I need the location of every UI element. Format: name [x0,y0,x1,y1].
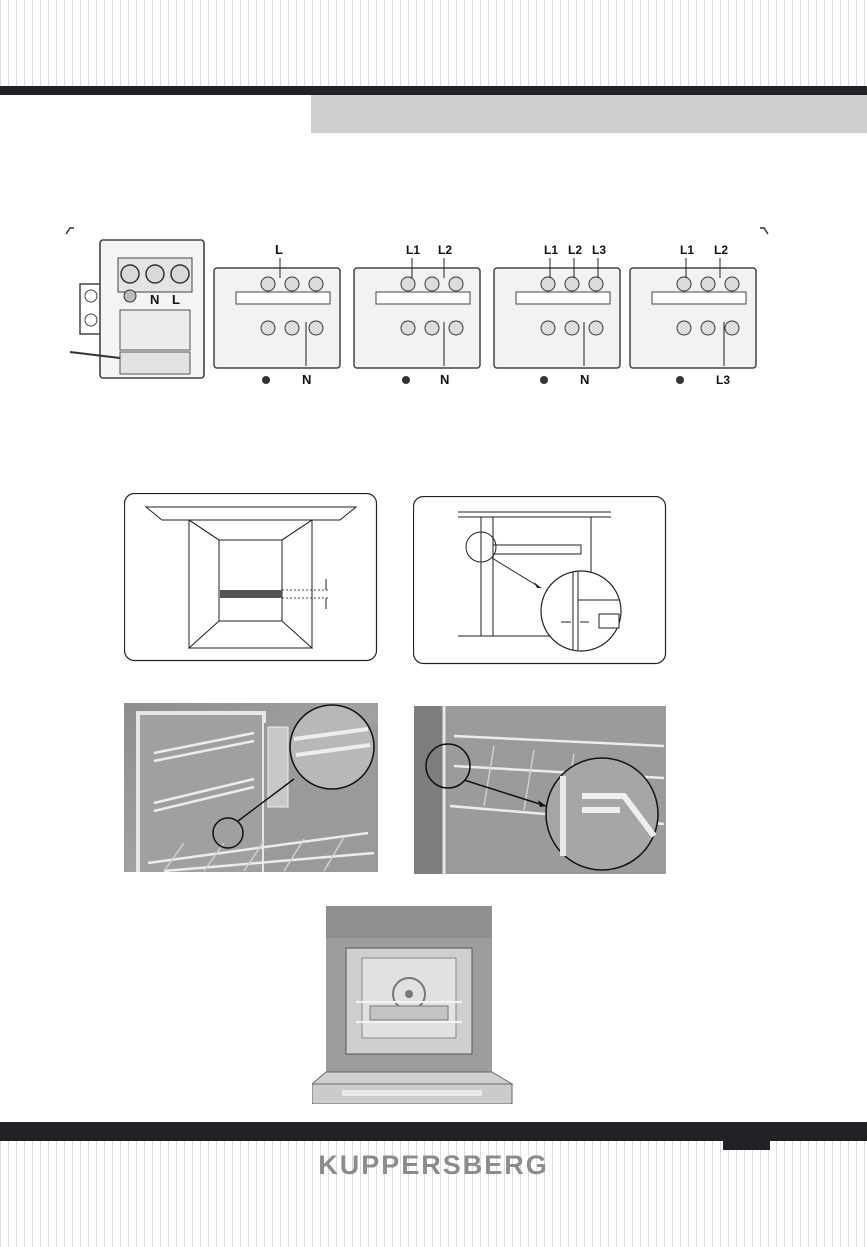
wiring-block-two-phase: L1 L2 N [354,243,480,387]
label-l2: L2 [714,243,728,257]
label-l1: L1 [406,243,420,257]
wiring-block-three-phase: L1 L2 L3 [630,243,756,387]
section-header-box [311,95,867,133]
label-l2: L2 [568,243,582,257]
wiring-block-single-phase: L N [214,242,340,387]
label-l: L [275,242,283,257]
label-l3: L3 [716,373,730,387]
terminal-box-diagram: N L [70,240,204,378]
label-n: N [580,372,589,387]
label-l3: L3 [592,243,606,257]
gap-diagram [413,496,667,665]
terminal-label-l: L [172,292,180,307]
label-l2: L2 [438,243,452,257]
bottom-bar [0,1122,867,1141]
rack-detail-photo-left [124,703,378,872]
wiring-block-three-phase-neutral: L1 L2 L3 N [494,243,620,387]
rack-detail-photo-right [414,706,666,874]
label-l1: L1 [680,243,694,257]
cutout-diagram [124,493,378,662]
top-bar [0,86,867,95]
label-n: N [440,372,449,387]
top-stripe-pattern [0,0,867,86]
terminal-label-n: N [150,292,159,307]
label-l1: L1 [544,243,558,257]
brand-logo: KUPPERSBERG [0,1150,867,1180]
oven-photo [312,906,518,1104]
page-number-tab [723,1141,770,1150]
wiring-diagrams: N L L N L1 L2 N L1 [60,222,772,404]
label-n: N [302,372,311,387]
